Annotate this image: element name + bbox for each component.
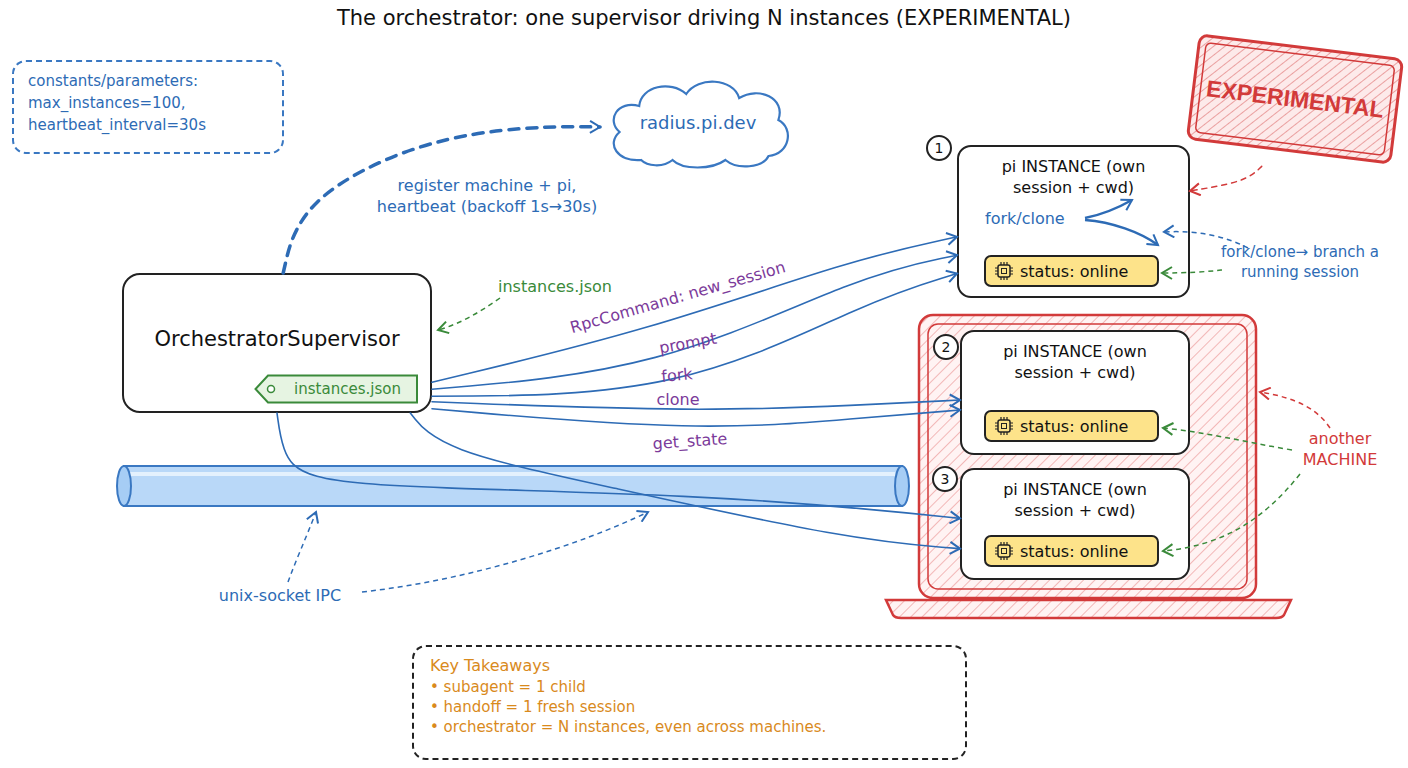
chip-icon (994, 541, 1014, 561)
leader-line (438, 298, 500, 330)
takeaways-box: Key Takeaways• subagent = 1 child• hando… (412, 645, 967, 760)
machine-label: another MACHINE (1290, 429, 1390, 471)
callout-number-text: 3 (941, 471, 950, 487)
tube-end (895, 466, 909, 506)
callout-number: 1 (926, 135, 952, 161)
status-text: status: online (1020, 417, 1128, 436)
cloud-service: radius.pi.dev (600, 72, 796, 172)
ipc-tube (124, 466, 902, 506)
experimental-stamp: EXPERIMENTAL (1184, 32, 1406, 167)
pi-instance: pi INSTANCE (own session + cwd) status: o… (960, 330, 1190, 455)
chip-body (998, 265, 1010, 277)
status-badge: status: online (984, 535, 1159, 567)
parameter-box: constants/parameters:max_instances=100, … (12, 60, 284, 154)
connector-label: RpcCommand: new_session (550, 252, 806, 344)
leader-line (1260, 392, 1330, 428)
chip-pins (995, 542, 1013, 560)
laptop-machine: another MACHINE2pi INSTANCE (own session… (886, 313, 1291, 620)
tag-hole (268, 386, 275, 393)
connector (432, 255, 957, 389)
tag-outline (256, 376, 418, 403)
chip-core (1002, 549, 1007, 554)
chip-body (998, 545, 1010, 557)
connector (432, 409, 960, 426)
instance-title: pi INSTANCE (own session + cwd) (959, 157, 1188, 199)
tube-end (117, 466, 131, 506)
pi-instance: pi INSTANCE (own session + cwd) fork/clon… (957, 145, 1190, 298)
status-text: status: online (1020, 262, 1128, 281)
connector-label: prompt (637, 325, 739, 363)
ipc-note: unix-socket IPC (190, 586, 370, 607)
takeaways-heading: Key Takeaways (430, 655, 949, 677)
status-badge: status: online (984, 255, 1159, 287)
tube-highlight (130, 472, 895, 476)
laptop-bezel (928, 324, 1247, 589)
leader-line (288, 512, 316, 582)
connector (410, 413, 960, 549)
file-note: instances.json (475, 277, 635, 298)
service-name: radius.pi.dev (640, 112, 757, 133)
parameter-heading: constants/parameters: (28, 71, 268, 93)
chip-body (998, 420, 1010, 432)
connector-label: clone (638, 390, 718, 411)
instance-title: pi INSTANCE (own session + cwd) (962, 480, 1188, 522)
file-name: instances.json (294, 380, 401, 398)
callout-number-text: 1 (935, 140, 944, 156)
chip-core (1002, 269, 1007, 274)
supervisor-box: OrchestratorSupervisor instances.json (122, 273, 432, 413)
takeaway-item: • subagent = 1 child (430, 677, 949, 697)
connector-label: register machine + pi, heartbeat (backof… (362, 176, 612, 218)
chip-pins (995, 417, 1013, 435)
supervisor-name: OrchestratorSupervisor (154, 327, 399, 351)
status-badge: status: online (984, 410, 1159, 442)
diagram-title: The orchestrator: one supervisor driving… (0, 6, 1408, 30)
fork-clone-text: fork/clone (985, 209, 1188, 228)
connector (432, 237, 957, 382)
chip-pins (995, 262, 1013, 280)
pi-instance: pi INSTANCE (own session + cwd) status: o… (960, 468, 1190, 580)
callout-number-text: 2 (942, 339, 951, 355)
instance-title: pi INSTANCE (own session + cwd) (962, 342, 1188, 384)
parameter-values: max_instances=100, heartbeat_interval=30… (28, 93, 268, 137)
stamp-inner-border (1195, 43, 1395, 155)
callout-number: 3 (932, 466, 958, 492)
file-tag: instances.json (254, 374, 419, 404)
callout-number: 2 (933, 334, 959, 360)
connector (277, 413, 960, 518)
status-text: status: online (1020, 542, 1128, 561)
connector-label: get_state (634, 428, 745, 456)
laptop-screen (919, 315, 1256, 598)
chip-icon (994, 416, 1014, 436)
leader-line (362, 512, 648, 592)
chip-core (1002, 424, 1007, 429)
connector (1190, 166, 1262, 191)
cloud-outline (614, 82, 788, 168)
takeaway-item: • handoff = 1 fresh session (430, 697, 949, 717)
fork-note: fork/clone→ branch a running session (1219, 243, 1381, 282)
takeaway-item: • orchestrator = N instances, even acros… (430, 717, 949, 737)
chip-icon (994, 261, 1014, 281)
stamp-border (1187, 35, 1402, 163)
laptop-base (886, 600, 1291, 618)
connector-label: fork (636, 362, 718, 390)
